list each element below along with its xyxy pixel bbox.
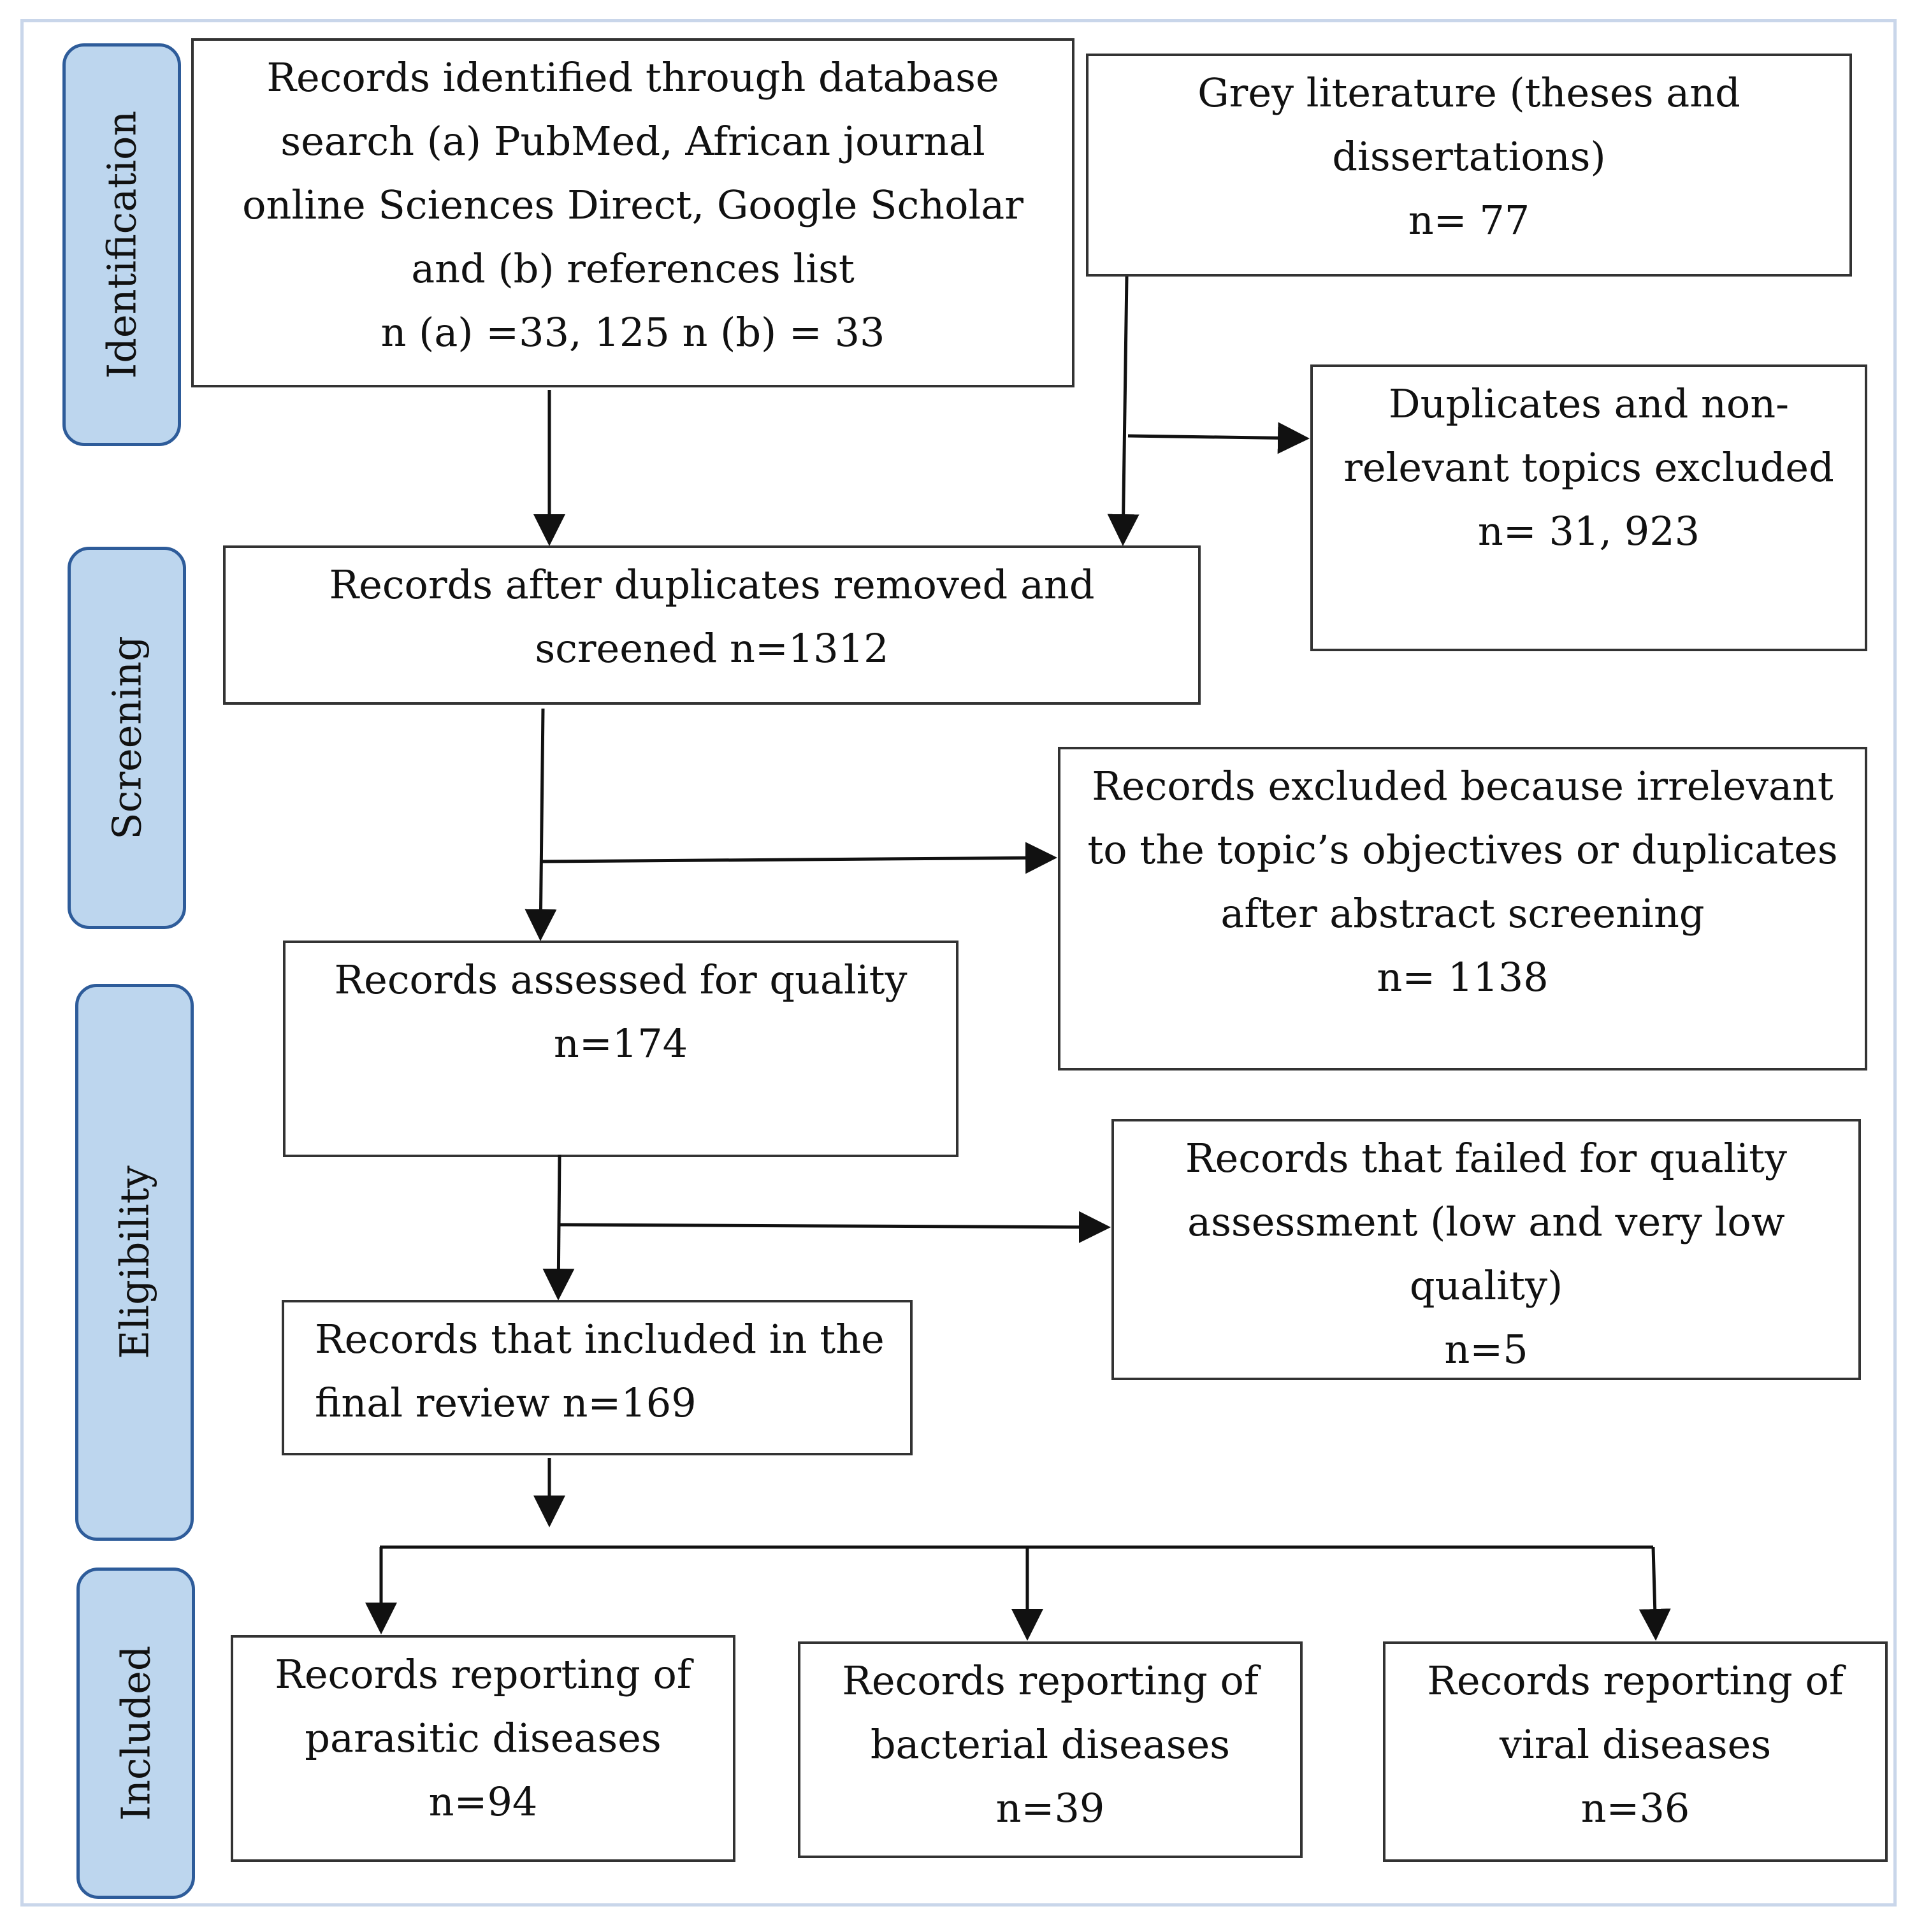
box-text-line: Records excluded because irrelevant: [1092, 763, 1834, 809]
box-text-line: relevant topics excluded: [1343, 444, 1834, 491]
box-text-line: Records identified through database: [266, 54, 999, 101]
box-abstract-excluded: Records excluded because irrelevant to t…: [1058, 747, 1867, 1071]
arrow-to-viral: [1638, 1546, 1671, 1641]
box-text-line: n= 77: [1408, 197, 1530, 243]
stage-eligibility: Eligibility: [75, 984, 194, 1541]
box-text-line: screened n=1312: [535, 625, 889, 672]
box-text-line: n=94: [428, 1778, 538, 1825]
box-failed-quality: Records that failed for quality assessme…: [1111, 1119, 1861, 1380]
box-text-line: Grey literature (theses and: [1197, 69, 1740, 116]
box-text-line: Records reporting of: [842, 1657, 1259, 1704]
box-text-line: n=174: [553, 1020, 688, 1067]
box-text-line: n=5: [1444, 1326, 1528, 1373]
box-database-search: Records identified through database sear…: [191, 38, 1074, 387]
arrow-assessed-to-final: [542, 1154, 575, 1301]
box-grey-literature: Grey literature (theses and dissertation…: [1086, 54, 1852, 277]
diagram-frame: [20, 19, 1897, 1907]
box-text-line: assessment (low and very low: [1187, 1199, 1785, 1245]
arrow-to-duplicates-excluded: [1127, 422, 1310, 454]
box-text-line: bacterial diseases: [870, 1721, 1231, 1768]
box-text-line: to the topic’s objectives or duplicates: [1087, 826, 1838, 873]
box-text-line: n (a) =33, 125 n (b) = 33: [380, 309, 885, 356]
box-bacterial: Records reporting of bacterial diseases …: [798, 1641, 1303, 1858]
box-text-line: Duplicates and non-: [1388, 380, 1790, 427]
box-text-line: Records that included in the: [315, 1316, 885, 1362]
box-final-review: Records that included in the final revie…: [282, 1300, 913, 1455]
box-text-line: quality): [1409, 1262, 1563, 1309]
box-text-line: Records reporting of: [275, 1651, 691, 1698]
box-text-line: Records after duplicates removed and: [329, 561, 1095, 608]
box-text-line: final review n=169: [315, 1380, 697, 1426]
box-text-line: n=36: [1581, 1785, 1690, 1831]
arrow-to-abstract-excluded: [541, 842, 1057, 874]
box-after-duplicates: Records after duplicates removed and scr…: [223, 545, 1201, 705]
box-text-line: Records reporting of: [1427, 1657, 1844, 1704]
box-text-line: online Sciences Direct, Google Scholar: [242, 182, 1024, 228]
box-duplicates-excluded: Duplicates and non- relevant topics excl…: [1310, 364, 1867, 651]
box-text-line: after abstract screening: [1220, 890, 1705, 937]
box-text-line: search (a) PubMed, African journal: [280, 118, 985, 164]
stage-identification: Identification: [62, 43, 181, 446]
box-text-line: n= 31, 923: [1477, 508, 1700, 554]
box-viral: Records reporting of viral diseases n=36: [1383, 1641, 1888, 1862]
arrow-screened-to-assessed: [524, 708, 557, 941]
arrow-grey-to-screened: [1107, 276, 1139, 546]
box-assessed-quality: Records assessed for quality n=174: [283, 941, 959, 1157]
box-parasitic: Records reporting of parasitic diseases …: [231, 1635, 735, 1862]
stage-screening: Screening: [68, 547, 186, 929]
box-text-line: and (b) references list: [411, 245, 855, 292]
box-text-line: dissertations): [1332, 133, 1606, 180]
box-text-line: parasitic diseases: [305, 1715, 662, 1761]
box-text-line: viral diseases: [1499, 1721, 1772, 1768]
box-text-line: Records assessed for quality: [334, 956, 908, 1003]
stage-included: Included: [76, 1568, 195, 1899]
arrow-to-failed-quality: [559, 1211, 1111, 1243]
box-text-line: n=39: [995, 1785, 1105, 1831]
box-text-line: Records that failed for quality: [1185, 1135, 1788, 1181]
box-text-line: n= 1138: [1377, 954, 1549, 1000]
